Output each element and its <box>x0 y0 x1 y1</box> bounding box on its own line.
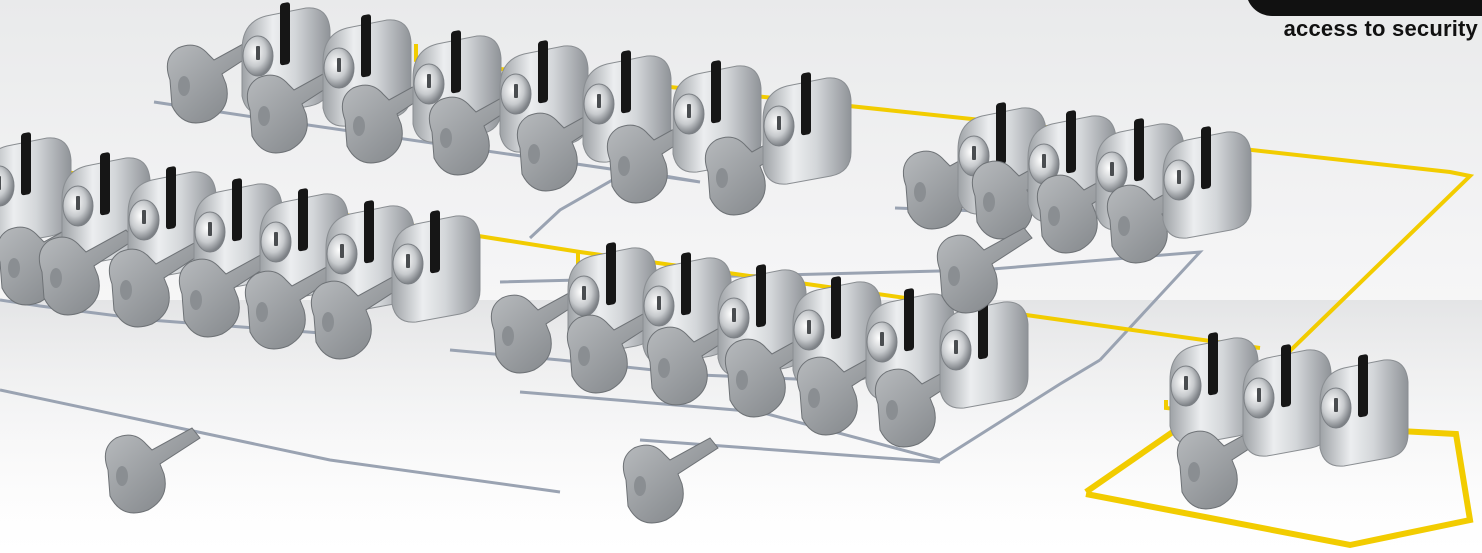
brand-logo-pill <box>1246 0 1482 16</box>
cylinder-group-top <box>166 1 852 216</box>
brand-tagline: access to security <box>1283 16 1478 41</box>
